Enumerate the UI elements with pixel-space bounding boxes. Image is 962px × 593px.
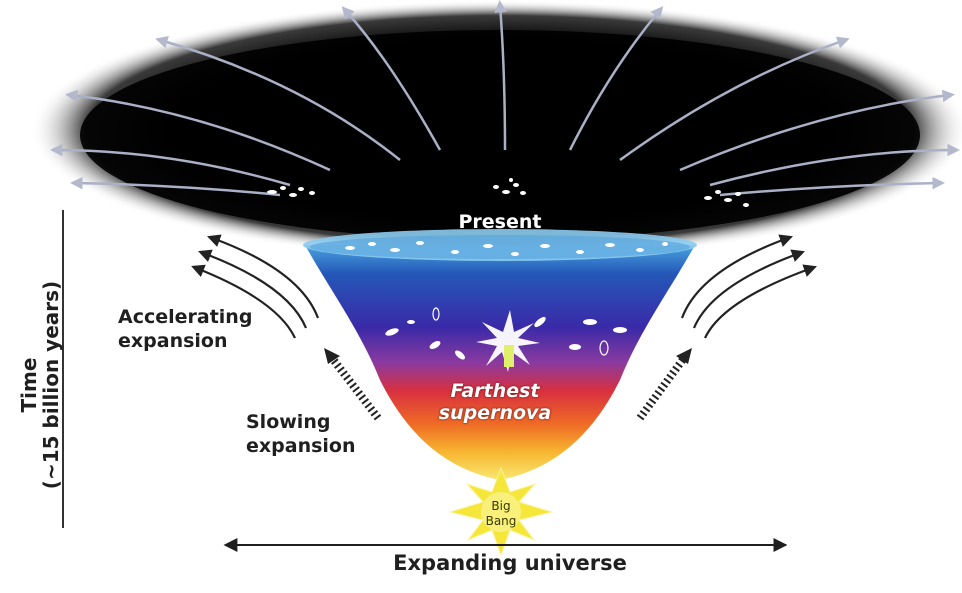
cone-galaxies	[385, 307, 627, 360]
accelerating-line2: expansion	[118, 330, 228, 352]
big-bang-star-icon	[448, 466, 554, 557]
supernova-star-icon	[476, 310, 540, 372]
expansion-arrow-icon	[70, 176, 281, 197]
galaxy-icon	[704, 190, 749, 207]
expansion-arrow-icon	[619, 36, 850, 162]
expansion-arrows	[50, 0, 960, 197]
expansion-arrow-icon	[679, 89, 955, 172]
galaxy-icon	[493, 178, 526, 195]
expansion-cone	[305, 245, 695, 480]
big-bang-line2: Bang	[485, 514, 517, 528]
time-line1: Time	[17, 357, 41, 413]
space-core	[80, 30, 920, 240]
big-bang-label: Big Bang	[476, 499, 526, 529]
galaxy-clusters	[267, 178, 749, 207]
expansion-arrow-icon	[155, 36, 401, 161]
present-galaxies	[345, 241, 668, 256]
accelerating-arrows-left	[191, 234, 320, 339]
expansion-arrow-icon	[494, 0, 507, 151]
expansion-arrow-icon	[65, 89, 331, 172]
farthest-supernova-label: Farthest supernova	[405, 380, 585, 424]
accelerating-arrows-right	[680, 234, 817, 339]
galaxy-icon	[267, 186, 315, 197]
expanding-universe-label: Expanding universe	[393, 551, 627, 575]
slowing-line2: expansion	[246, 435, 356, 457]
supernova-line2: supernova	[438, 402, 552, 424]
expansion-arrow-icon	[709, 143, 960, 187]
expansion-arrow-icon	[719, 176, 945, 197]
supernova-line1: Farthest	[450, 380, 540, 402]
accelerating-line1: Accelerating	[118, 306, 253, 328]
slowing-expansion-label: Slowing expansion	[246, 410, 356, 458]
expansion-arrow-icon	[50, 143, 291, 187]
accelerating-expansion-label: Accelerating expansion	[118, 305, 252, 353]
time-line2: (~15 billion years)	[39, 280, 63, 490]
big-bang-line1: Big	[491, 499, 511, 513]
present-label: Present	[458, 211, 542, 233]
time-axis-label: Time (~15 billion years)	[10, 250, 70, 520]
expansion-arrow-icon	[341, 6, 442, 151]
slowing-arrow-right	[636, 348, 692, 421]
slowing-line1: Slowing	[246, 411, 331, 433]
present-surface	[310, 235, 690, 259]
expansion-arrow-icon	[568, 6, 664, 151]
slowing-arrow-left	[324, 348, 382, 421]
